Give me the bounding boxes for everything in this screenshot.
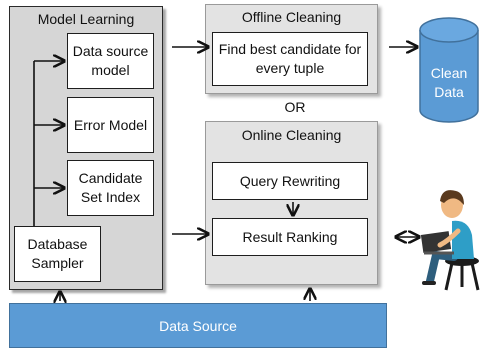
data-source-label: Data Source	[159, 317, 237, 334]
offline-cleaning-title: Offline Cleaning	[241, 9, 342, 25]
online-cleaning-title: Online Cleaning	[241, 127, 342, 143]
or-label: OR	[284, 99, 306, 115]
clean-data-label: Clean Data	[430, 65, 468, 100]
data-source-model-box: Data source model	[67, 33, 154, 89]
user-laptop-icon	[420, 190, 480, 291]
database-cylinder-icon	[419, 17, 479, 123]
candidate-set-index-box: Candidate Set Index	[67, 160, 154, 216]
result-ranking-box: Result Ranking	[212, 218, 368, 256]
online-cleaning-panel: Online Cleaning	[205, 121, 378, 285]
find-best-candidate-box: Find best candidate for every tuple	[212, 32, 368, 86]
error-model-box: Error Model	[67, 97, 154, 153]
model-learning-title: Model Learning	[37, 11, 135, 27]
database-sampler-box: Database Sampler	[14, 226, 101, 282]
query-rewriting-box: Query Rewriting	[212, 162, 368, 200]
